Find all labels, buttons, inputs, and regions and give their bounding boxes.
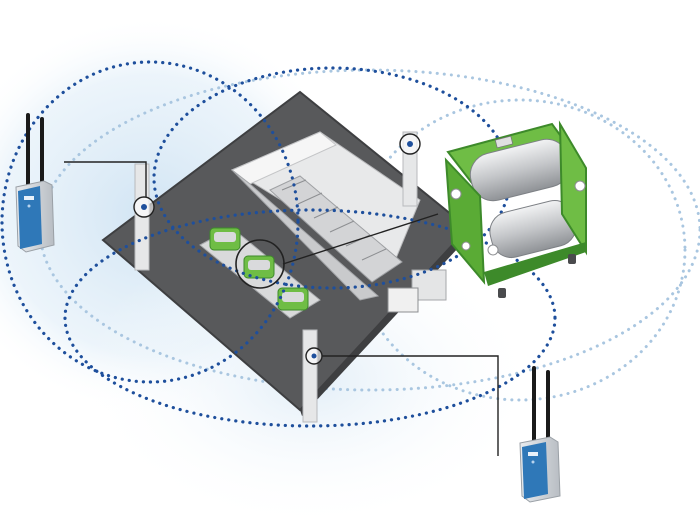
- outer-ring-right: [353, 98, 687, 402]
- antenna-right-2: [546, 370, 550, 446]
- leader-front-device: [322, 355, 499, 456]
- closeup-wheels: [498, 254, 576, 298]
- device-left-panel: [18, 186, 42, 249]
- conveyor-machine: [230, 131, 447, 313]
- leader-lines: [64, 161, 499, 456]
- leader-left-device: [64, 161, 147, 197]
- machine-front-wall: [231, 169, 380, 301]
- access-point-bottom-right: [519, 366, 561, 503]
- closeup-label-plate: [494, 135, 514, 149]
- motor-units: [199, 227, 321, 319]
- pole-front: [302, 329, 318, 423]
- leader-motor-closeup: [282, 213, 439, 265]
- device-right-panel: [522, 442, 548, 499]
- coverage-ring-bottom: [63, 208, 557, 428]
- coverage-ring-left: [0, 60, 300, 384]
- antenna-left-2: [40, 117, 44, 189]
- closeup-bolts: [450, 180, 586, 256]
- motor-unit-1: [209, 227, 241, 251]
- motor-unit-2: [243, 255, 275, 279]
- outer-ring-top: [38, 68, 700, 392]
- motor-unit-3: [277, 287, 309, 311]
- motor-roller-closeup: [444, 120, 587, 298]
- coverage-rings-light: [38, 68, 700, 402]
- antenna-right-1: [532, 366, 536, 446]
- motor-small: [387, 287, 419, 313]
- antenna-left-1: [26, 113, 30, 189]
- access-point-left: [15, 113, 55, 253]
- closeup-base: [484, 242, 586, 286]
